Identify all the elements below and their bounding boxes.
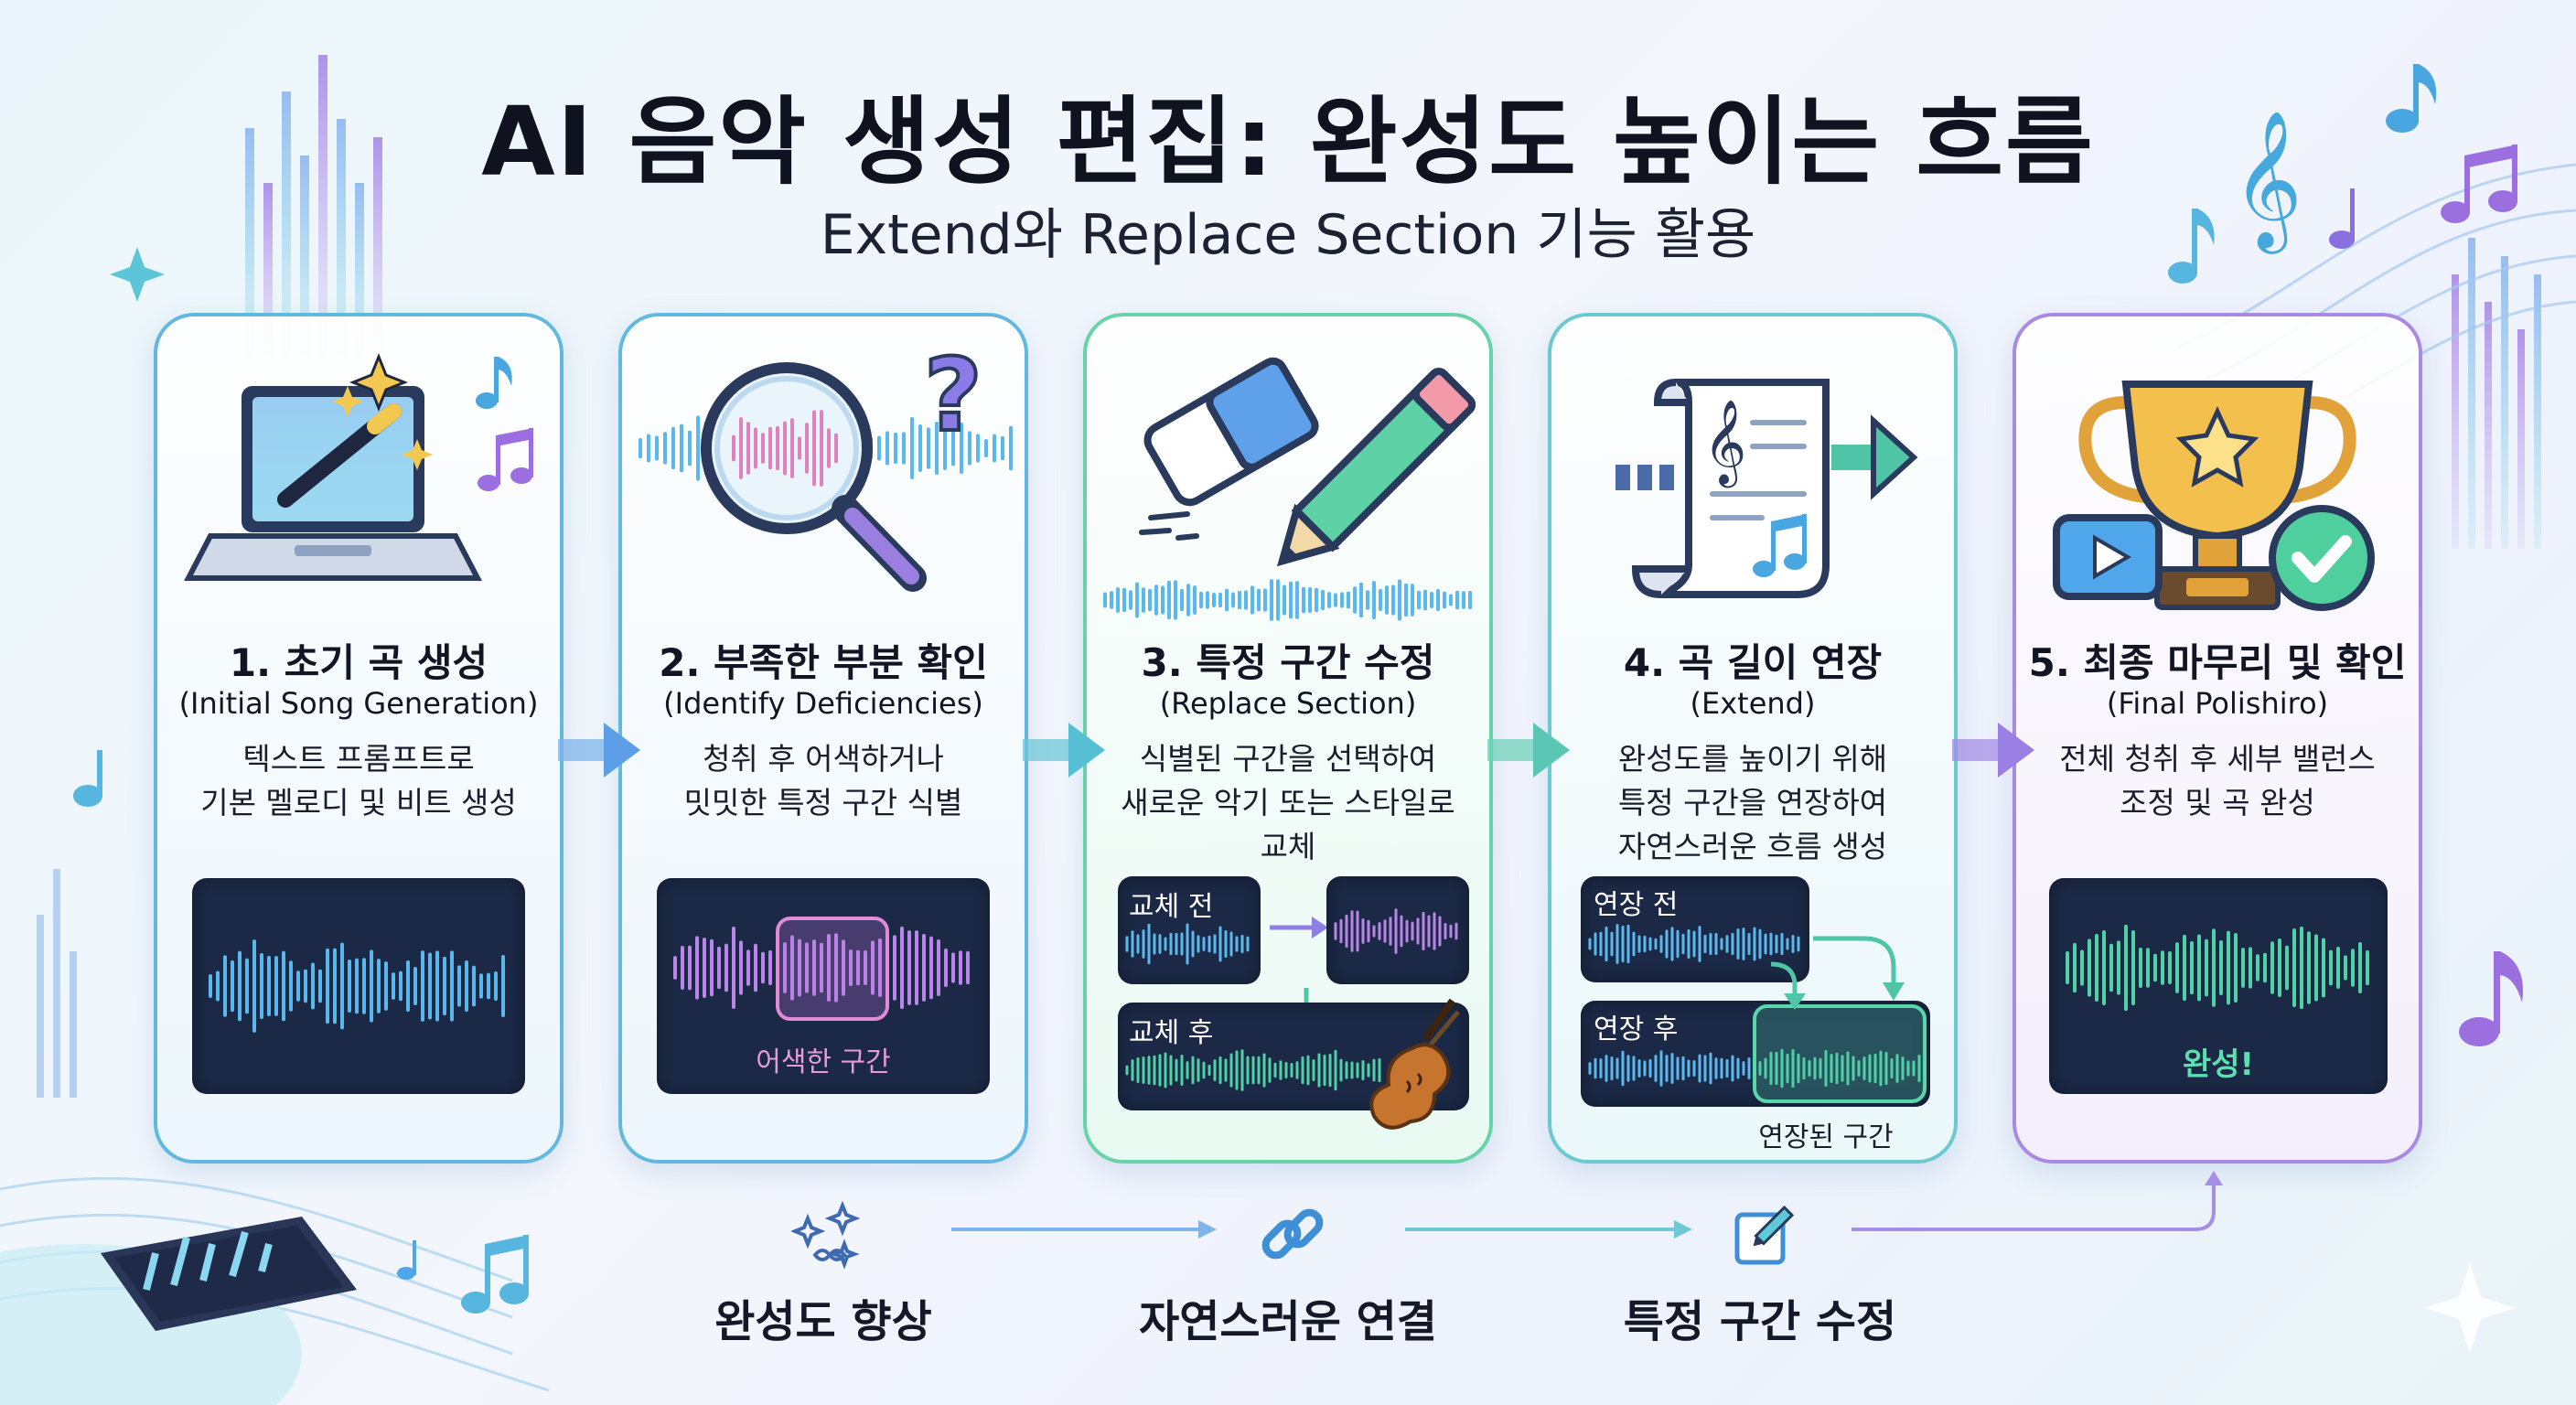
step-5-subtitle: (Final Polishiro)	[2106, 686, 2329, 721]
step-2-desc-line: 밋밋한 특정 구간 식별	[683, 785, 963, 820]
step-1-title: 1. 초기 곡 생성	[229, 640, 488, 685]
violin-icon	[1369, 998, 1460, 1130]
step-4-desc-line: 특정 구간을 연장하여	[1617, 785, 1888, 820]
after-replace-label: 교체 후	[1129, 1017, 1214, 1049]
step-5-desc-line: 조정 및 곡 완성	[2120, 785, 2315, 820]
eraser-pencil-icon	[1103, 357, 1476, 621]
step-3-desc-line: 새로운 악기 또는 스타일로	[1121, 785, 1455, 820]
tablet-icon	[101, 1217, 357, 1331]
laptop-magic-wand-icon	[184, 352, 533, 581]
extended-highlight-box	[1753, 1004, 1927, 1103]
replacement-panel	[1326, 876, 1469, 984]
trophy-check-icon	[2053, 381, 2375, 611]
bottom-flow-label-1: 완성도 향상	[714, 1296, 932, 1347]
equalizer-bars-right	[2452, 238, 2541, 549]
waveform-icon	[673, 917, 970, 1021]
step-3-title: 3. 특정 구간 수정	[1141, 640, 1435, 685]
sparkle-icon	[2424, 1262, 2516, 1354]
music-note-icon	[397, 1240, 416, 1280]
svg-text:𝄞: 𝄞	[1703, 399, 1746, 488]
step-1-desc-line: 기본 멜로디 및 비트 생성	[200, 785, 517, 820]
step-3-desc-line: 교체	[1260, 829, 1316, 864]
step-card-3: 3. 특정 구간 수정 (Replace Section) 식별된 구간을 선택…	[1083, 313, 1493, 1164]
music-notes-double-icon	[461, 1235, 529, 1314]
waveform-icon	[1125, 1049, 1381, 1091]
before-extend-label: 연장 전	[1594, 889, 1679, 921]
step-card-1: 1. 초기 곡 생성 (Initial Song Generation) 텍스트…	[154, 313, 564, 1164]
step-4-desc-line: 완성도를 높이기 위해	[1617, 741, 1888, 777]
page-title: AI 음악 생성 편집: 완성도 높이는 흐름	[481, 86, 2095, 198]
flow-arrow-icon	[558, 723, 640, 778]
step-1-desc-line: 텍스트 프롬프트로	[242, 741, 475, 777]
arrow-down-icon	[1770, 961, 1806, 1010]
after-extend-label: 연장 후	[1594, 1014, 1679, 1046]
sparkle-infinity-icon	[791, 1200, 861, 1270]
step-5-title: 5. 최종 마무리 및 확인	[2028, 640, 2407, 685]
dot-columns-left	[37, 869, 77, 1098]
step-4-title: 4. 곡 길이 연장	[1623, 640, 1883, 685]
step-card-4: 𝄞 4. 곡 길이 연장 (Extend) 완성도를 높이기 위해 특정 구간을…	[1548, 313, 1958, 1164]
magnifier-question-icon: ?	[639, 335, 1013, 592]
step-5-description: 전체 청취 후 세부 밸런스 조정 및 곡 완성	[2034, 737, 2400, 825]
step-2-subtitle: (Identify Deficiencies)	[663, 686, 983, 721]
wave-lines-left	[0, 1176, 550, 1392]
music-scroll-arrow-icon: 𝄞	[1615, 379, 1918, 598]
before-panel: 교체 전	[1118, 876, 1261, 984]
chain-link-icon	[1261, 1208, 1324, 1260]
step-card-2: ? 2. 부족한 부분 확인 (Identify Deficiencies) 청…	[618, 313, 1028, 1164]
step-1-subtitle: (Initial Song Generation)	[178, 686, 539, 721]
complete-label: 완성!	[2182, 1046, 2255, 1083]
step-4-description: 완성도를 높이기 위해 특정 구간을 연장하여 자연스러운 흐름 생성	[1570, 737, 1936, 869]
step-3-desc-line: 식별된 구간을 선택하여	[1139, 741, 1437, 777]
waveform-icon	[1588, 1004, 1927, 1103]
flow-arrow-icon	[1023, 723, 1105, 778]
step-4-subtitle: (Extend)	[1690, 686, 1816, 721]
bottom-flow-label-2: 자연스러운 연결	[1139, 1296, 1437, 1347]
waveform-panel: 어색한 구간	[657, 878, 990, 1094]
waveform-icon	[1588, 924, 1800, 964]
extended-section-label: 연장된 구간	[1758, 1121, 1894, 1153]
flow-arrow-icon	[1952, 723, 2034, 778]
arrow-right-icon	[1270, 917, 1328, 938]
awkward-section-label: 어색한 구간	[756, 1046, 891, 1078]
waveform-icon	[2066, 924, 2369, 1012]
step-2-title: 2. 부족한 부분 확인	[659, 640, 988, 685]
waveform-panel	[192, 878, 525, 1094]
before-replace-label: 교체 전	[1129, 891, 1214, 923]
step-1-description: 텍스트 프롬프트로 기본 멜로디 및 비트 생성	[176, 737, 542, 825]
step-2-desc-line: 청취 후 어색하거나	[703, 741, 944, 777]
waveform-icon	[209, 939, 505, 1033]
music-note-icon	[2459, 951, 2523, 1046]
edit-pencil-icon	[1734, 1205, 1795, 1265]
bottom-flow-label-3: 특정 구간 수정	[1623, 1296, 1897, 1347]
step-2-description: 청취 후 어색하거나 밋밋한 특정 구간 식별	[640, 737, 1006, 825]
step-3-subtitle: (Replace Section)	[1159, 686, 1417, 721]
step-3-description: 식별된 구간을 선택하여 새로운 악기 또는 스타일로 교체	[1105, 737, 1471, 869]
highlight-box	[776, 917, 889, 1021]
curved-arrow-icon	[1813, 936, 1905, 1001]
after-extend-panel: 연장 후	[1581, 1001, 1930, 1107]
page-subtitle: Extend와 Replace Section 기능 활용	[820, 203, 1756, 267]
waveform-icon	[1125, 923, 1250, 965]
step-card-5: 5. 최종 마무리 및 확인 (Final Polishiro) 전체 청취 후…	[2012, 313, 2422, 1164]
svg-text:?: ?	[924, 337, 982, 454]
music-note-icon	[73, 750, 102, 807]
waveform-icon	[1334, 908, 1458, 954]
complete-panel: 완성!	[2049, 878, 2388, 1094]
flow-arrow-icon	[1487, 723, 1570, 778]
step-4-desc-line: 자연스러운 흐름 생성	[1617, 829, 1888, 864]
step-5-desc-line: 전체 청취 후 세부 밸런스	[2059, 741, 2376, 777]
